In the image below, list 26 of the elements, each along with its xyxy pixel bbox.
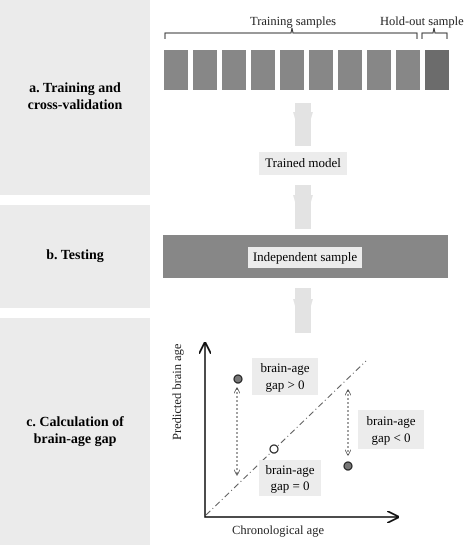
sample-block bbox=[193, 50, 217, 90]
sample-block bbox=[367, 50, 391, 90]
block-arrow bbox=[293, 185, 313, 229]
model-box: Trained model bbox=[259, 152, 347, 175]
gap-box: brain-age gap > 0 bbox=[252, 358, 318, 395]
sample-block bbox=[280, 50, 304, 90]
sample-block bbox=[251, 50, 275, 90]
block-arrow bbox=[293, 103, 313, 146]
label: Hold-out sample bbox=[380, 14, 464, 29]
axis-label: Chronological age bbox=[232, 523, 324, 538]
sample-block bbox=[164, 50, 188, 90]
sample-block bbox=[425, 50, 449, 90]
block-arrow bbox=[293, 288, 313, 333]
stage-panel: c. Calculation of brain-age gap bbox=[0, 318, 150, 545]
label: Training samples bbox=[250, 14, 336, 29]
sample-block bbox=[222, 50, 246, 90]
sample-bar bbox=[163, 235, 448, 278]
stage-panel: a. Training and cross-validation bbox=[0, 0, 150, 195]
sample-block bbox=[309, 50, 333, 90]
sample-block bbox=[396, 50, 420, 90]
gap-box: brain-age gap = 0 bbox=[259, 460, 321, 496]
stage-panel: b. Testing bbox=[0, 205, 150, 308]
gap-box: brain-age gap < 0 bbox=[358, 410, 424, 449]
sample-box: Independent sample bbox=[248, 247, 362, 268]
sample-block bbox=[338, 50, 362, 90]
axis-label: Predicted brain age bbox=[170, 344, 185, 440]
